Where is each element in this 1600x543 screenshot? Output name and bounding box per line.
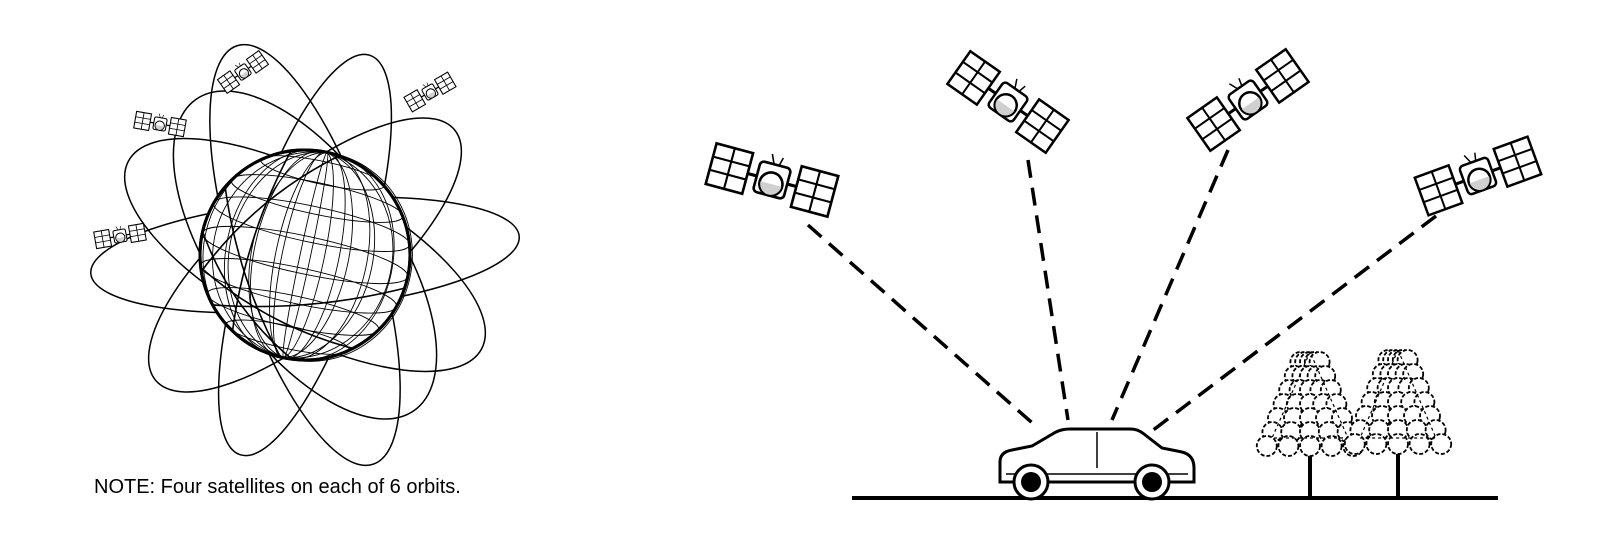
signal-line <box>1110 149 1230 421</box>
orbit-front-arc <box>200 150 400 360</box>
orbit-front-arc <box>219 150 361 360</box>
tree-foliage <box>1387 433 1409 455</box>
satellite-icon <box>92 221 147 250</box>
tree-foliage <box>1408 433 1431 455</box>
tree-foliage <box>1365 433 1388 455</box>
orbit-front-arc <box>200 246 410 308</box>
satellite-icon <box>704 137 841 219</box>
tree-outline <box>1271 350 1349 439</box>
globe-outline <box>198 148 412 362</box>
orbit-front-arc <box>200 174 410 360</box>
tree-foliage <box>1430 433 1453 455</box>
gps-signal-diagram <box>704 44 1543 501</box>
tree-foliage <box>1320 435 1343 457</box>
satellite-orbits-diagram <box>90 43 520 467</box>
satellite-icon <box>133 109 188 138</box>
satellite-icon <box>1411 131 1543 217</box>
car-hubcap <box>1142 472 1162 492</box>
tree-icon <box>1255 350 1365 498</box>
signal-line <box>1026 159 1070 421</box>
satellite-icon <box>402 70 457 113</box>
satellite-icon <box>1183 44 1311 153</box>
orbit-front-arc <box>200 150 410 360</box>
orbit-front-arc <box>226 150 360 360</box>
signal-line <box>806 223 1040 430</box>
orbit-note: NOTE: Four satellites on each of 6 orbit… <box>94 476 461 498</box>
tree-foliage <box>1343 433 1366 455</box>
tree-foliage <box>1277 435 1300 457</box>
tree-foliage <box>1299 435 1321 457</box>
signal-line <box>1146 214 1438 436</box>
tree-icon <box>1343 348 1453 498</box>
car-hubcap <box>1021 472 1041 492</box>
car-icon <box>998 427 1196 501</box>
satellite-icon <box>945 46 1073 155</box>
tree-outline <box>1359 348 1437 439</box>
tree-foliage <box>1255 435 1278 457</box>
